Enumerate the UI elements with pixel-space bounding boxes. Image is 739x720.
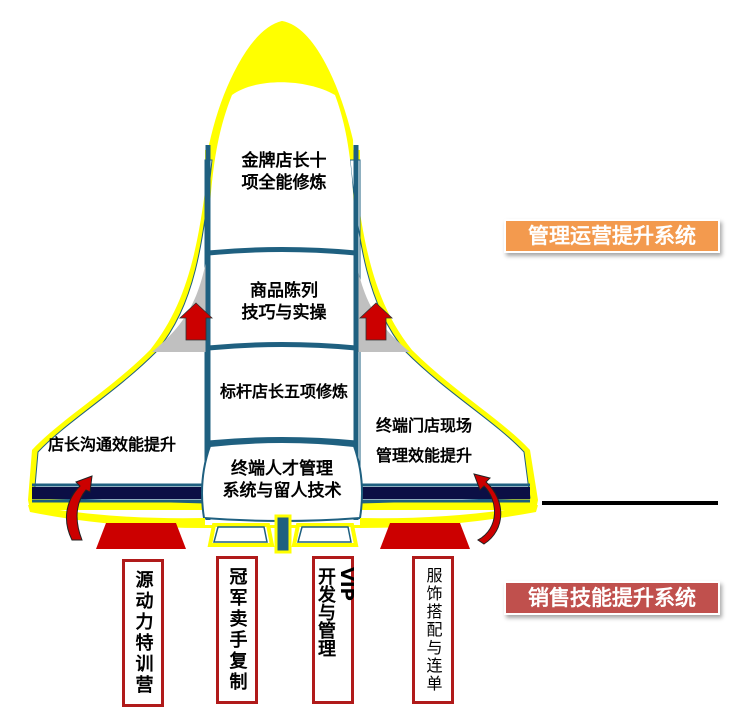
booster-label-2: 冠军卖手复制 — [226, 567, 248, 693]
booster-left — [96, 523, 186, 549]
booster-label-4: 服饰搭配与连单 — [423, 567, 443, 693]
module-top-label: 金牌店长十 项全能修炼 — [214, 150, 354, 194]
module-bottom-line2: 系统与留人技术 — [222, 481, 342, 501]
arrow-up-icon — [358, 302, 394, 341]
module-third-label: 标杆店长五项修炼 — [219, 382, 348, 401]
module-second-label: 商品陈列 技巧与实操 — [214, 280, 354, 324]
module-second-line1: 商品陈列 — [250, 281, 318, 301]
booster-right — [380, 523, 470, 549]
management-badge: 管理运营提升系统 — [504, 219, 720, 253]
module-bottom-label: 终端人才管理 系统与留人技术 — [208, 458, 356, 502]
right-wing-line1: 终端门店现场 — [376, 416, 473, 435]
left-stripe — [32, 487, 204, 499]
booster-box-1: 源动力特训营 — [122, 559, 164, 707]
booster-box-2: 冠军卖手复制 — [216, 556, 258, 704]
curved-arrow-icon — [473, 473, 502, 545]
module-top-line2: 项全能修炼 — [241, 173, 327, 193]
module-top-line1: 金牌店长十 — [241, 151, 327, 171]
module-second-line2: 技巧与实操 — [241, 303, 327, 323]
right-wing-line2: 管理效能提升 — [376, 446, 473, 465]
right-stripe — [362, 487, 530, 499]
booster-label-3-latin: VIP — [336, 567, 357, 601]
arrow-up-icon — [178, 302, 214, 341]
right-wing-label: 终端门店现场 管理效能提升 — [376, 411, 472, 471]
booster-label-3-cjk: 开发与管理 — [315, 567, 336, 657]
left-wing-label: 店长沟通效能提升 — [48, 435, 177, 454]
curved-arrow-icon — [65, 475, 93, 541]
center-pipe — [274, 514, 292, 554]
sales-badge: 销售技能提升系统 — [504, 581, 720, 615]
fuselage — [208, 82, 355, 515]
booster-box-4: 服饰搭配与连单 — [412, 556, 454, 704]
booster-label-1: 源动力特训营 — [132, 570, 154, 696]
module-bottom-line1: 终端人才管理 — [231, 459, 333, 479]
